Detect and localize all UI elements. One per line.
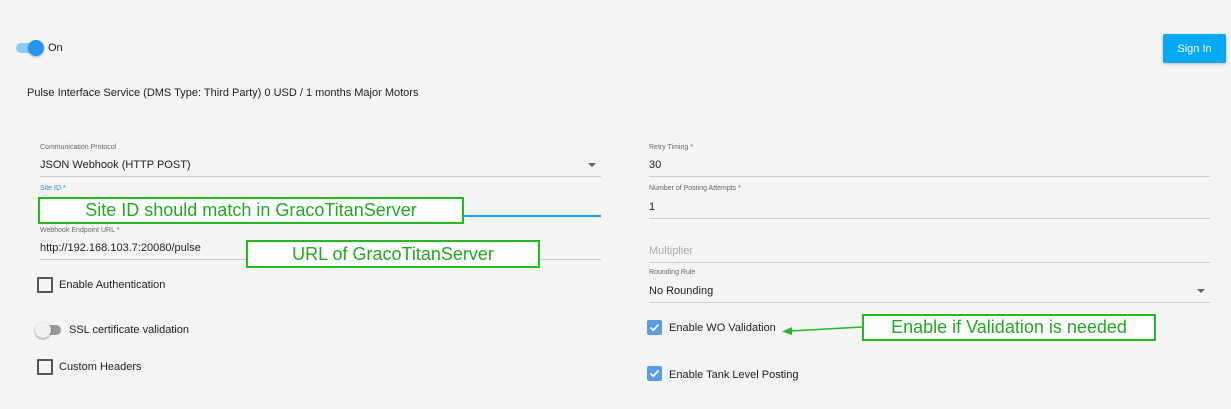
wo-validation-label: Enable WO Validation xyxy=(669,322,776,334)
url-annotation: URL of GracoTitanServer xyxy=(246,240,540,268)
webhook-url-label: Webhook Endpoint URL * xyxy=(40,227,120,234)
multiplier-underline xyxy=(649,262,1210,263)
custom-headers-label: Custom Headers xyxy=(59,361,142,373)
rounding-rule-select[interactable]: No Rounding xyxy=(649,285,714,297)
multiplier-input[interactable]: Multiplier xyxy=(649,245,694,257)
rounding-rule-label: Rounding Rule xyxy=(649,269,696,276)
chevron-down-icon[interactable] xyxy=(1197,289,1205,293)
retry-timing-input[interactable]: 30 xyxy=(649,159,662,171)
site-id-label: Site ID * xyxy=(40,185,66,192)
toggle-label: On xyxy=(48,42,63,54)
enable-authentication-label: Enable Authentication xyxy=(59,279,166,291)
tank-level-posting-label: Enable Tank Level Posting xyxy=(669,369,799,381)
retry-timing-label: Retry Timing * xyxy=(649,144,693,151)
protocol-label: Communication Protocol xyxy=(40,144,117,151)
posting-attempts-label: Number of Posting Attempts * xyxy=(649,185,741,192)
posting-attempts-input[interactable]: 1 xyxy=(649,201,656,213)
tank-level-posting-checkbox[interactable] xyxy=(647,366,662,381)
service-description: Pulse Interface Service (DMS Type: Third… xyxy=(27,87,419,99)
rounding-rule-underline xyxy=(649,302,1210,303)
protocol-underline xyxy=(40,176,601,177)
validation-annotation: Enable if Validation is needed xyxy=(862,314,1156,341)
wo-validation-checkbox[interactable] xyxy=(647,320,662,335)
chevron-down-icon[interactable] xyxy=(588,163,596,167)
toggle-knob xyxy=(28,40,44,56)
checkmark-icon xyxy=(649,323,660,332)
ssl-validation-toggle[interactable] xyxy=(35,322,61,338)
toggle-knob xyxy=(35,322,51,338)
retry-timing-underline xyxy=(649,176,1210,177)
enable-authentication-checkbox[interactable] xyxy=(37,277,53,293)
sign-in-button[interactable]: Sign In xyxy=(1163,34,1226,63)
custom-headers-checkbox[interactable] xyxy=(37,359,53,375)
site-id-annotation: Site ID should match in GracoTitanServer xyxy=(38,197,464,224)
on-toggle[interactable] xyxy=(16,40,44,56)
ssl-validation-label: SSL certificate validation xyxy=(69,324,190,336)
protocol-select[interactable]: JSON Webhook (HTTP POST) xyxy=(40,159,191,171)
annotation-arrow-icon xyxy=(782,326,864,335)
webhook-url-input[interactable]: http://192.168.103.7:20080/pulse xyxy=(40,242,201,254)
checkmark-icon xyxy=(649,369,660,378)
posting-attempts-underline xyxy=(649,218,1210,219)
